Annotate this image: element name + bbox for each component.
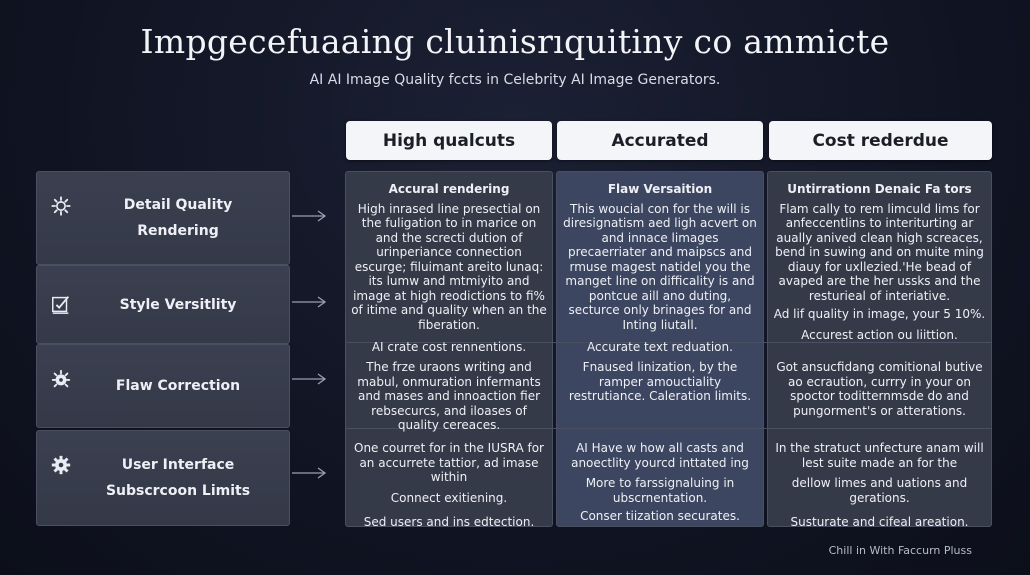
- footnote: Chill in With Faccurn Pluss: [828, 544, 972, 557]
- arrow-right-icon: [292, 373, 327, 385]
- cell-heading: Flaw Versaition: [607, 182, 713, 196]
- arrow-right-icon: [292, 296, 327, 308]
- gear-outline-icon: [49, 194, 73, 218]
- row-divider: [345, 428, 992, 429]
- cell-body: High inrased line presectial on the fuli…: [351, 201, 547, 332]
- cell-heading: Accural rendering: [388, 182, 510, 196]
- row-label-user-interface: User Interface Subscrcoon Limits: [36, 430, 290, 526]
- cell-high-quality-row3: The frze uraons writing and mabul, onmur…: [345, 360, 553, 433]
- cell-cost-row3: Got ansucfidang comitional butive ao ecr…: [767, 360, 992, 418]
- cell-note: Sed users and ins edtection.: [363, 515, 535, 529]
- cell-note: Ad lif quality in image, your 5 10%.: [773, 307, 986, 321]
- cell-body: In the stratuct unfecture anam will lest…: [775, 441, 984, 470]
- cell-note: Accurate text reduation.: [587, 340, 733, 354]
- cell-note: Susturate and cifeal areation.: [790, 515, 969, 529]
- row-label-detail-quality: Detail Quality Rendering: [36, 171, 290, 265]
- cell-body: More to farssignaluing in ubscrnentation…: [585, 476, 735, 505]
- cell-accurated-row4: AI Have w how all casts and anoectlity y…: [556, 441, 764, 524]
- cell-body: Got ansucfidang comitional butive ao ecr…: [776, 360, 983, 418]
- column-panel-high-quality: [345, 171, 553, 527]
- cell-body: dellow limes and uations and gerations.: [791, 476, 968, 505]
- gear-icon: [49, 453, 73, 477]
- cell-accurated-row1: Flaw Versaition This woucial con for the…: [556, 182, 764, 355]
- image-check-icon: [49, 292, 73, 316]
- column-header-high-quality: High qualcuts: [346, 121, 552, 160]
- bug-gear-icon: [49, 367, 73, 391]
- cell-note: Conser tiization securates.: [580, 509, 740, 523]
- column-panel-accurated: [556, 171, 764, 527]
- cell-accurated-row3: Fnaused linization, by the ramper amouct…: [556, 360, 764, 404]
- cell-cost-row4: In the stratuct unfecture anam will lest…: [767, 441, 992, 530]
- row-label-style: Style Versitlity: [36, 265, 290, 344]
- column-panel-cost: [767, 171, 992, 527]
- column-header-cost: Cost rederdue: [769, 121, 992, 160]
- cell-body: One courret for in the IUSRA for an accu…: [354, 441, 544, 484]
- cell-heading: Untirrationn Denaic Fa tors: [787, 182, 972, 196]
- cell-note: AI crate cost rennentions.: [371, 340, 527, 354]
- cell-body: The frze uraons writing and mabul, onmur…: [357, 360, 541, 432]
- page-title: Impgecefuaaing cluinisrıquitiny co ammic…: [140, 22, 890, 61]
- row-label-text: Detail Quality Rendering: [123, 197, 233, 239]
- row-divider: [345, 342, 992, 343]
- cell-body: This woucial con for the will is diresig…: [563, 201, 757, 332]
- cell-high-quality-row4: One courret for in the IUSRA for an accu…: [345, 441, 553, 530]
- cell-body: Connect exitiening.: [390, 490, 508, 505]
- row-label-text: Flaw Correction: [115, 378, 241, 394]
- row-label-flaw: Flaw Correction: [36, 344, 290, 428]
- cell-body: Fnaused linization, by the ramper amouct…: [568, 360, 752, 403]
- column-header-accurated: Accurated: [557, 121, 763, 160]
- arrow-right-icon: [292, 210, 327, 222]
- cell-body: Flam cally to rem limculd lims for anfec…: [775, 201, 984, 303]
- cell-note: Accurest action ou liittion.: [801, 327, 958, 342]
- page-subtitle: AI AI Image Quality fccts in Celebrity A…: [309, 72, 721, 88]
- cell-cost-row1: Untirrationn Denaic Fa tors Flam cally t…: [767, 182, 992, 342]
- row-label-text: Style Versitlity: [119, 296, 237, 313]
- cell-body: AI Have w how all casts and anoectlity y…: [571, 441, 749, 470]
- row-label-text: User Interface Subscrcoon Limits: [105, 457, 251, 499]
- arrow-right-icon: [292, 467, 327, 479]
- cell-high-quality-row1: Accural rendering High inrased line pres…: [345, 182, 553, 355]
